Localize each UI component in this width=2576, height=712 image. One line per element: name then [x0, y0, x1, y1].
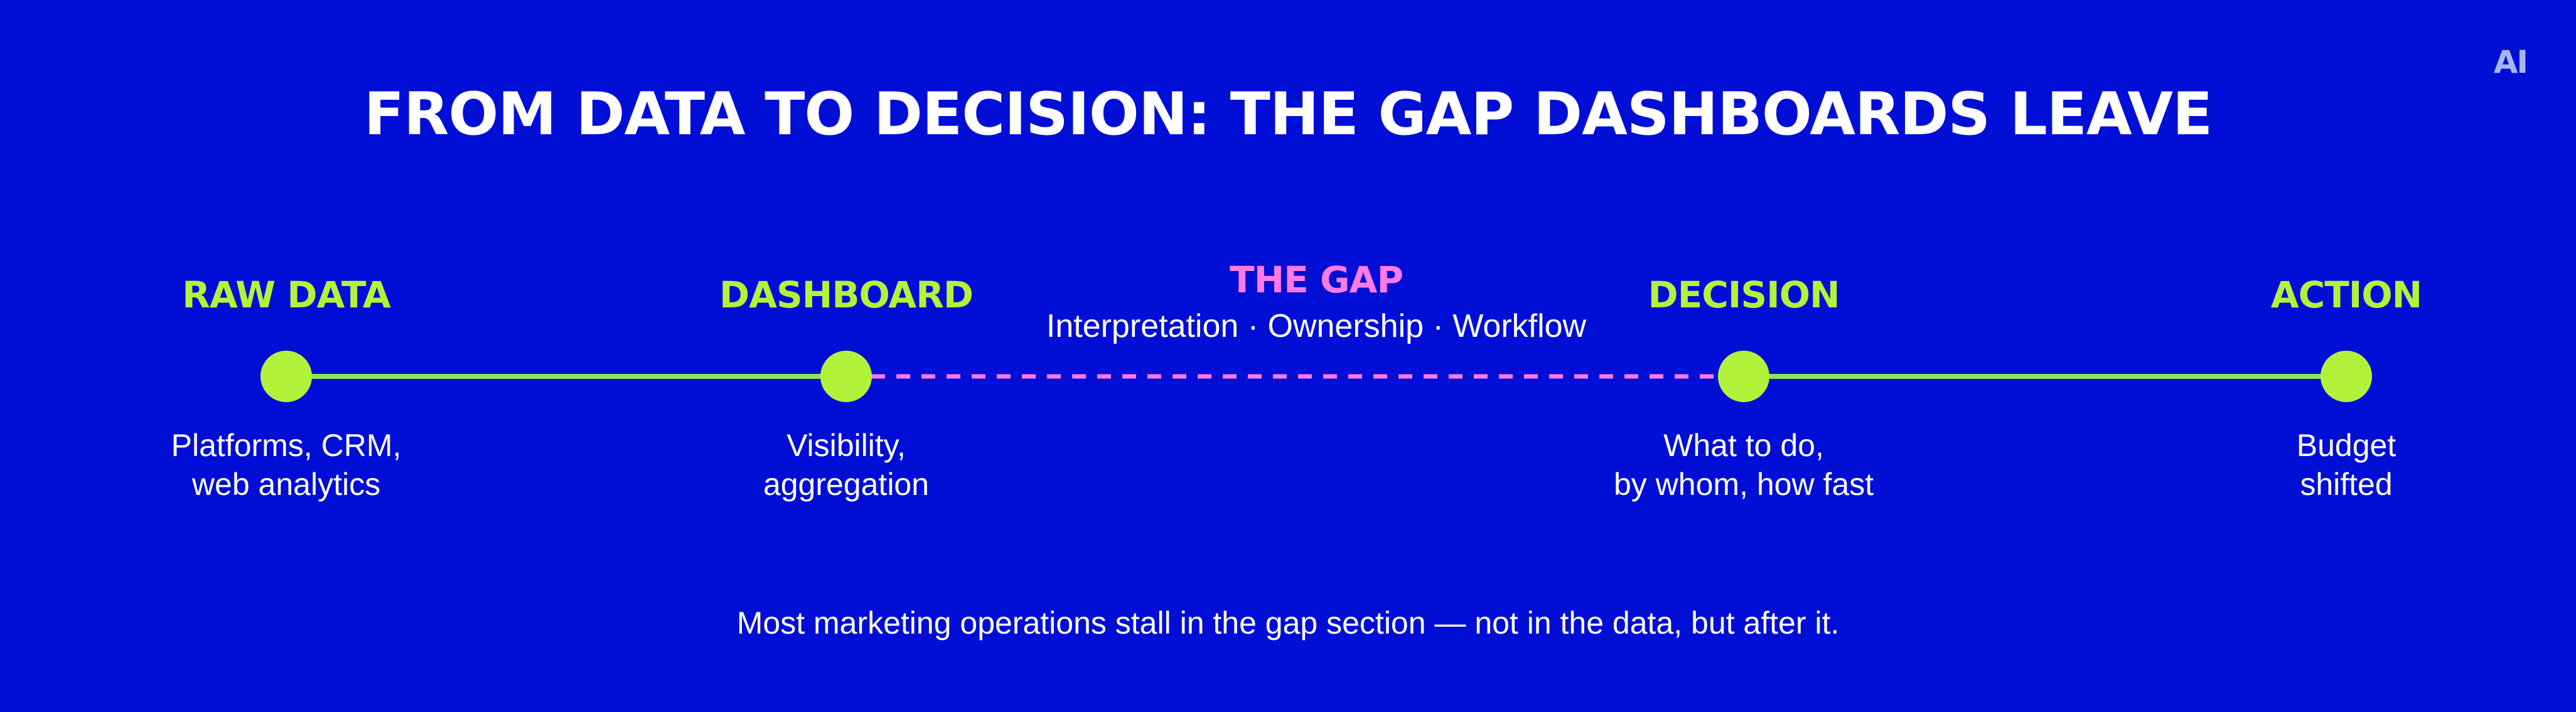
stage-desc-line: web analytics — [191, 467, 381, 502]
stage-desc-dashboard: Visibility, aggregation — [626, 426, 1066, 504]
stage-desc-line: Budget — [2296, 428, 2396, 463]
stage-desc-line: aggregation — [763, 467, 930, 502]
stage-desc-raw-data: Platforms, CRM, web analytics — [67, 426, 506, 504]
stage-desc-decision: What to do, by whom, how fast — [1524, 426, 1963, 504]
stage-desc-action: Budget shifted — [2127, 426, 2566, 504]
stage-desc-line: by whom, how fast — [1613, 467, 1874, 502]
stage-title-raw-data: RAW DATA — [182, 274, 391, 316]
stage-desc-line: Visibility, — [786, 428, 906, 463]
stage-title-dashboard: DASHBOARD — [719, 274, 974, 316]
node-raw-data — [260, 351, 312, 402]
gap-title: THE GAP — [1230, 258, 1403, 301]
node-action — [2321, 351, 2372, 402]
node-decision — [1718, 351, 1769, 402]
footnote: Most marketing operations stall in the g… — [736, 605, 1840, 640]
stage-desc-line: Platforms, CRM, — [171, 428, 402, 463]
brand-logo: AI — [2493, 44, 2528, 80]
gap-subtitle: Interpretation · Ownership · Workflow — [1046, 308, 1587, 344]
stage-desc-line: What to do, — [1663, 428, 1824, 463]
stage-title-decision: DECISION — [1648, 274, 1840, 316]
slide-title: FROM DATA TO DECISION: THE GAP DASHBOARD… — [363, 80, 2213, 149]
node-dashboard — [820, 351, 872, 402]
stage-title-action: ACTION — [2270, 274, 2422, 316]
stage-desc-line: shifted — [2300, 467, 2393, 502]
